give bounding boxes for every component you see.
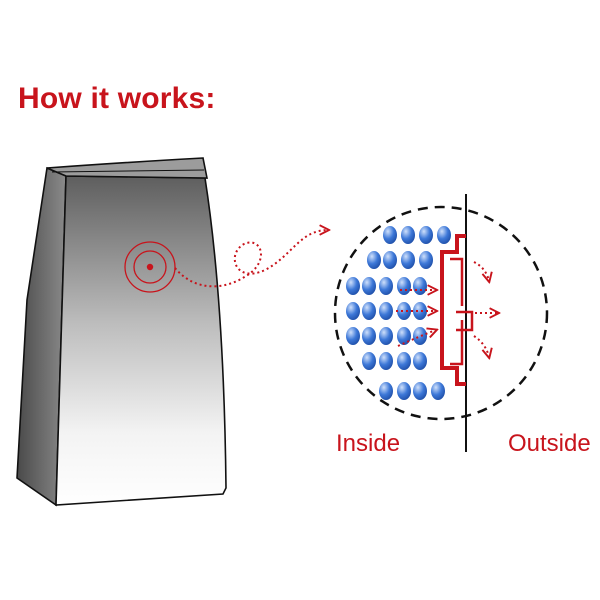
gas-molecule [437, 226, 451, 244]
gas-molecule [379, 327, 393, 345]
gas-molecule [362, 277, 376, 295]
page-title: How it works: [18, 82, 216, 115]
one-way-valve-icon [440, 234, 474, 386]
gas-molecule [383, 251, 397, 269]
gas-molecule [367, 251, 381, 269]
bag-top-seal [46, 157, 208, 179]
gas-molecule [346, 302, 360, 320]
gas-molecule [413, 327, 427, 345]
valve-inner-flap [450, 257, 464, 366]
gas-molecule [362, 352, 376, 370]
gas-molecule [362, 302, 376, 320]
gas-molecule [379, 302, 393, 320]
bag-front-panel [55, 175, 227, 506]
gas-molecule [401, 251, 415, 269]
bag-seal-line [51, 169, 205, 173]
valve-outer-body [440, 234, 466, 386]
molecule-icon [346, 226, 451, 400]
gas-molecule [413, 302, 427, 320]
magnifier-circle [333, 205, 549, 421]
gas-molecule [431, 382, 445, 400]
gas-molecule [397, 382, 411, 400]
connector-arrow [174, 230, 328, 288]
gas-molecule [413, 277, 427, 295]
gas-molecule [346, 327, 360, 345]
gas-molecule [346, 277, 360, 295]
gas-molecule [397, 352, 411, 370]
inside-label: Inside [336, 430, 401, 457]
inside-gas-arrows [396, 290, 436, 347]
gas-molecule [379, 352, 393, 370]
gas-molecule [397, 277, 411, 295]
gas-molecule [379, 277, 393, 295]
gas-molecule [397, 302, 411, 320]
gas-molecule [413, 382, 427, 400]
coffee-bag [16, 157, 227, 507]
gas-molecule [397, 327, 411, 345]
gas-molecule [379, 382, 393, 400]
gas-molecule [383, 226, 397, 244]
target-icon [124, 241, 176, 293]
gas-molecule [362, 327, 376, 345]
gas-molecule [401, 226, 415, 244]
outside-label: Outside [508, 430, 591, 457]
gas-molecule [413, 352, 427, 370]
outside-gas-arrows [473, 261, 498, 357]
gas-molecule [419, 251, 433, 269]
gas-molecule [419, 226, 433, 244]
valve-outlet [456, 310, 474, 332]
